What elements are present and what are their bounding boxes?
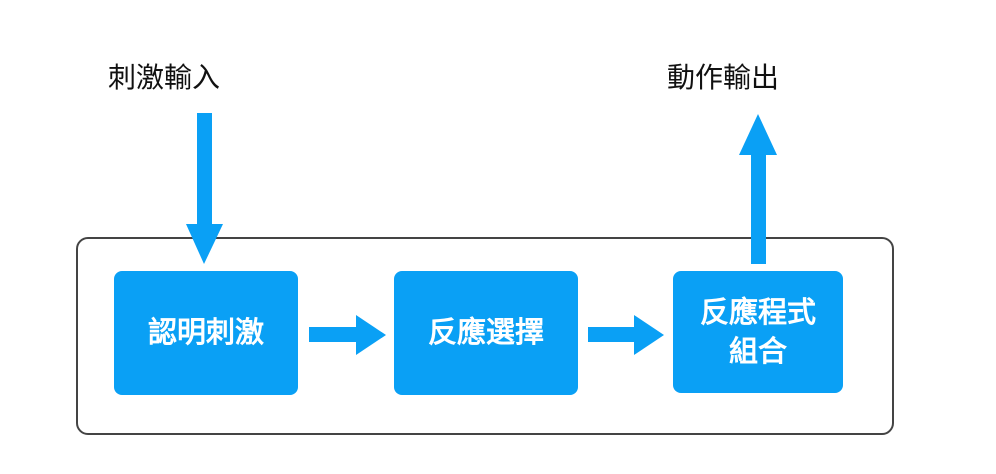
input-label: 刺激輸入 — [108, 61, 221, 94]
stage-identify-stimulus: 認明刺激 — [114, 271, 298, 395]
output-label: 動作輸出 — [667, 61, 780, 94]
stage-response-programming-label-line1: 反應程式 — [699, 294, 816, 329]
process-frame — [76, 237, 894, 435]
stage-response-programming: 反應程式 組合 — [673, 271, 843, 393]
stage-identify-stimulus-label: 認明刺激 — [147, 315, 264, 350]
stage-response-selection-label: 反應選擇 — [427, 315, 544, 350]
stage-response-programming-label-line2: 組合 — [728, 334, 787, 368]
stage-response-selection: 反應選擇 — [394, 271, 578, 395]
